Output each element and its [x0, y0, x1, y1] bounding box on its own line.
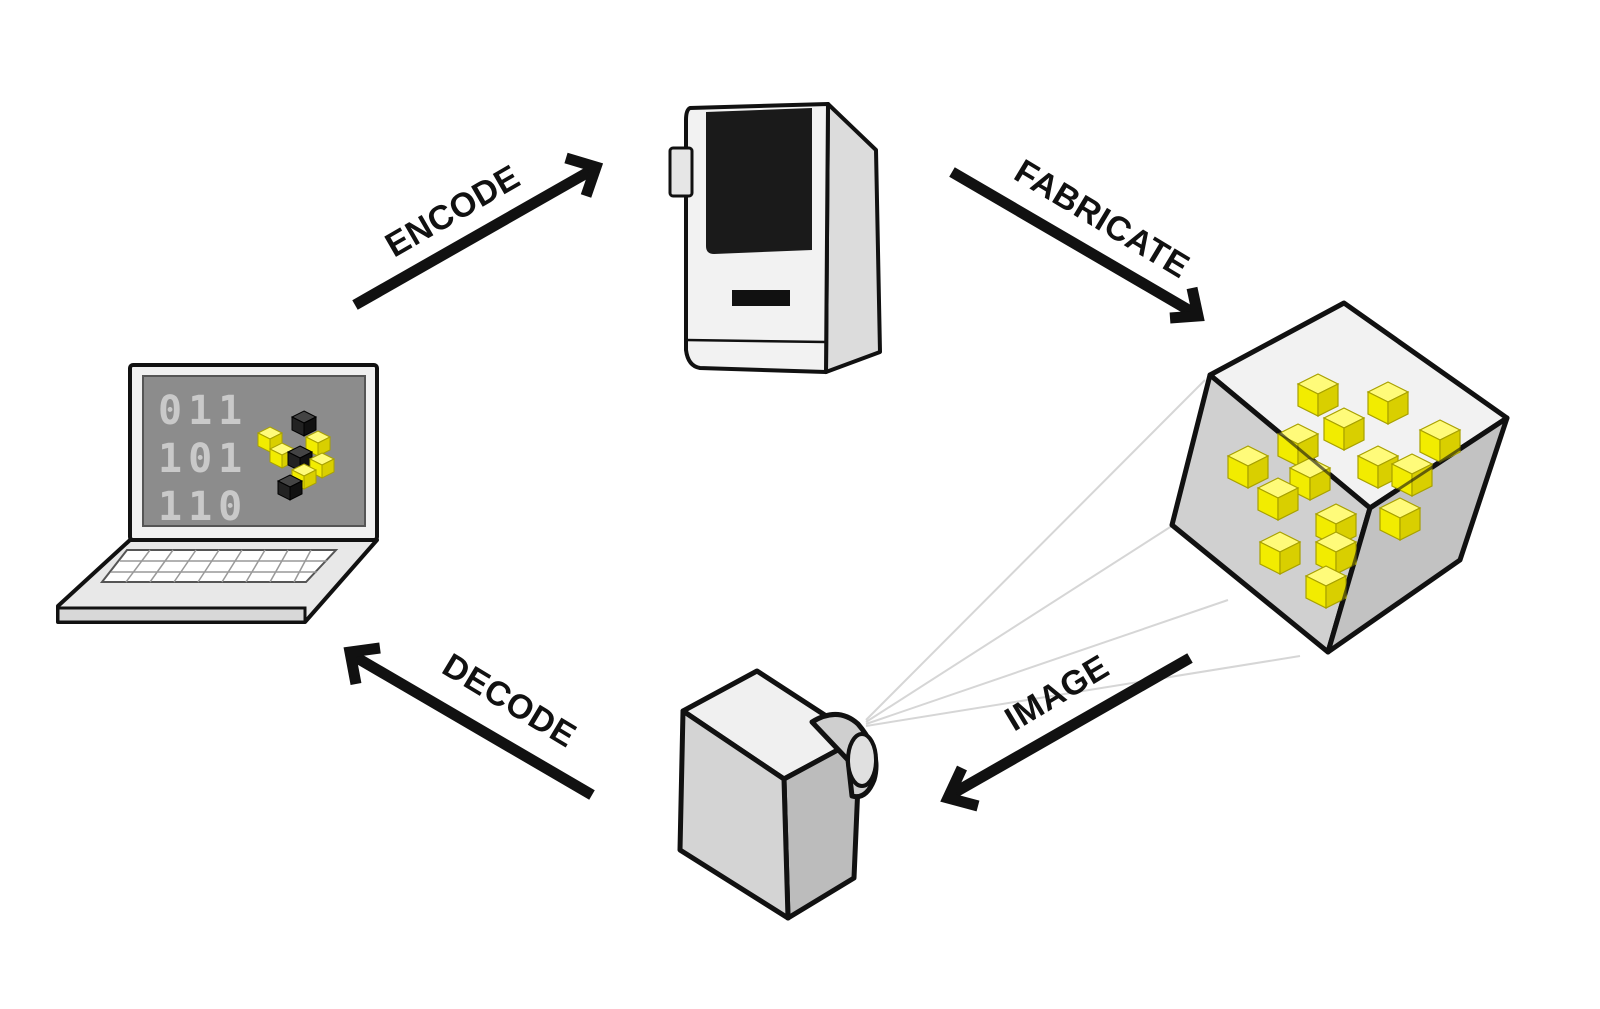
label-image: IMAGE	[999, 648, 1116, 739]
laptop-front-edge	[56, 606, 307, 624]
camera-view-beams	[865, 379, 1301, 727]
camera-icon	[677, 668, 879, 921]
arrow-encode	[352, 152, 604, 310]
printer-window	[706, 108, 812, 254]
arrow-image	[940, 653, 1193, 812]
arrow-fabricate	[949, 167, 1205, 324]
screen-bits-row-1: 011	[158, 388, 248, 434]
printer-side	[824, 102, 882, 374]
arrow-decode	[343, 642, 595, 800]
encoded-cube-icon	[865, 300, 1510, 727]
laptop-keyboard	[99, 549, 339, 583]
3d-printer-icon	[668, 102, 882, 374]
screen-bits-row-3: 110	[158, 484, 248, 530]
printer-slot	[732, 290, 790, 306]
printer-handle	[668, 146, 694, 198]
label-decode: DECODE	[436, 646, 583, 755]
camera-front-face	[677, 708, 791, 921]
laptop-icon: 011 101 110	[56, 363, 379, 624]
screen-bits-row-2: 101	[158, 436, 248, 482]
